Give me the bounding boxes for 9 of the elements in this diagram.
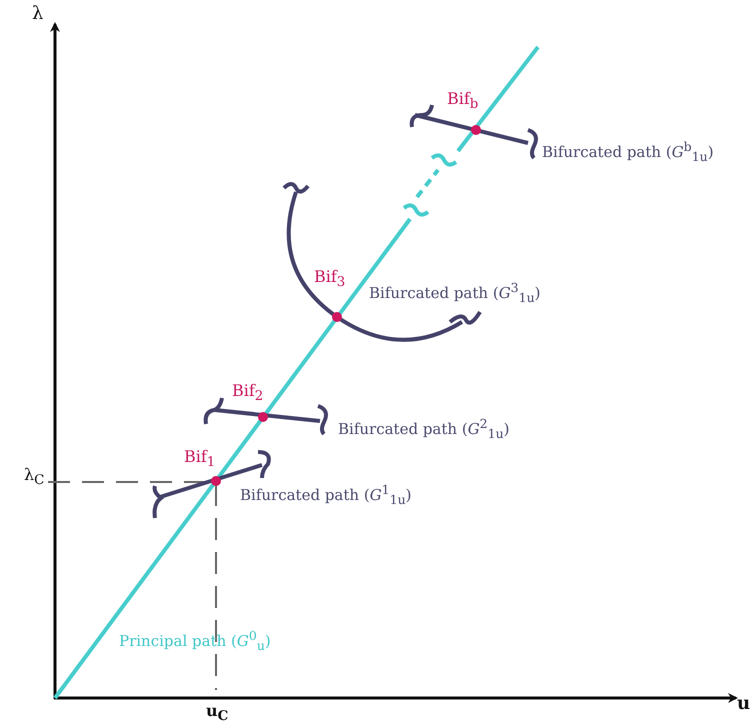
axis-label: u$_{C}$ xyxy=(206,702,228,723)
axis-label: u xyxy=(737,694,750,714)
path-label: Principal path (G$^{0}$$_{u}$) xyxy=(119,629,271,653)
bifurcation-label: Bif$_{3}$ xyxy=(314,268,346,291)
axis-label: λ$_{C}$ xyxy=(24,466,44,489)
bifurcation-label: Bif$_{1}$ xyxy=(184,448,216,471)
bifurcation-label: Bif$_{b}$ xyxy=(447,90,478,113)
bifurcation-label: Bif$_{2}$ xyxy=(232,382,264,405)
axis-label: λ xyxy=(32,4,44,24)
